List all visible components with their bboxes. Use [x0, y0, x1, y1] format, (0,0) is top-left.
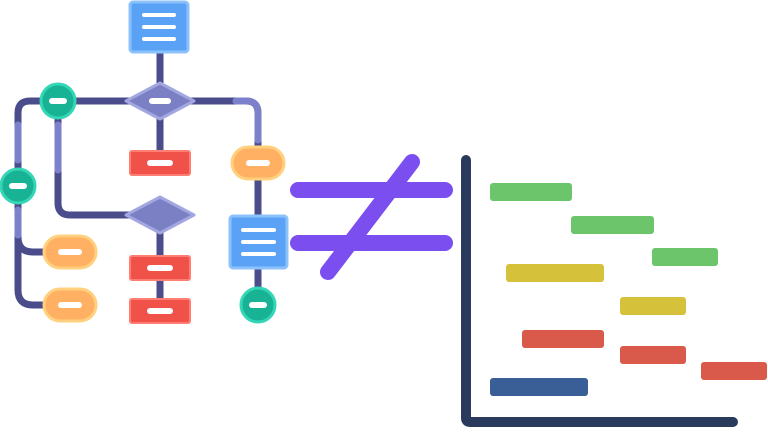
gantt-bar: [490, 378, 588, 396]
terminal-circle-1: [39, 82, 77, 120]
decision-diamond-2: [124, 195, 196, 235]
gantt-bar: [620, 346, 686, 364]
gantt-bar: [652, 248, 718, 266]
terminal-circle-2: [0, 167, 37, 205]
not-equal-icon: [290, 154, 453, 280]
gantt-bar: [701, 362, 767, 380]
pill-orange-1: [230, 145, 286, 181]
gantt-chart: [461, 155, 767, 427]
gantt-bar: [490, 183, 572, 201]
terminal-circle-3: [239, 286, 277, 324]
connector-highlights: [14, 97, 262, 239]
gantt-axes: [461, 155, 738, 427]
gantt-bar: [620, 297, 686, 315]
connector-left-inner: [54, 97, 164, 219]
document-box-top: [128, 0, 190, 54]
pill-orange-2: [42, 234, 98, 270]
document-box-right: [228, 214, 289, 270]
process-rect-1: [129, 150, 191, 176]
process-rect-3: [129, 298, 191, 324]
gantt-bar: [506, 264, 604, 282]
connector-left-outer: [14, 97, 64, 309]
gantt-bar: [571, 216, 654, 234]
pill-orange-3: [42, 287, 98, 323]
decision-diamond-1: [124, 81, 196, 121]
connector-left-branch: [14, 233, 64, 256]
gantt-bar: [522, 330, 604, 348]
process-rect-2: [129, 255, 191, 281]
